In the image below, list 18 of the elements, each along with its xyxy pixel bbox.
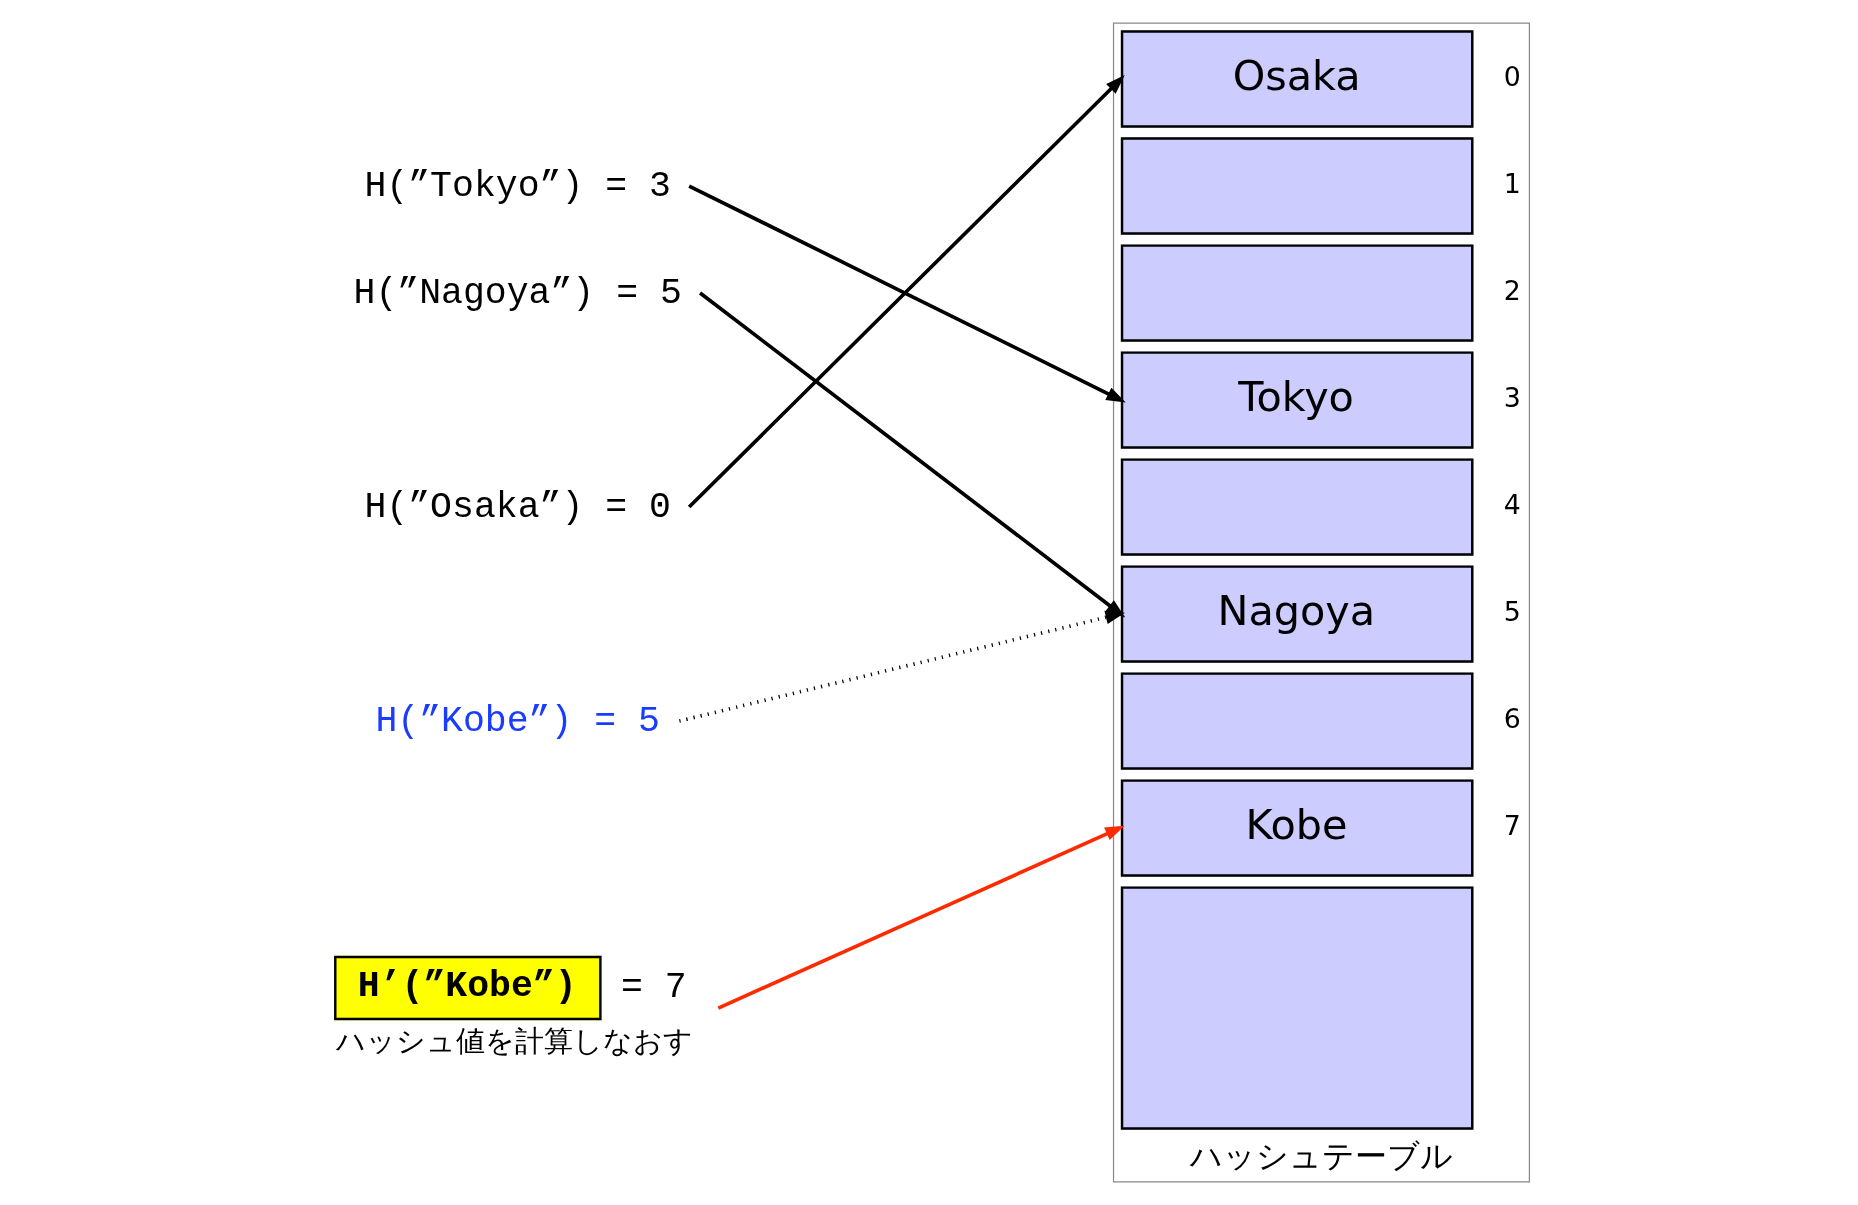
node-label: 5 bbox=[1503, 595, 1521, 627]
arrow bbox=[679, 610, 1125, 723]
node-text: H(”Osaka”) = 0 bbox=[364, 486, 671, 528]
node-label: ハッシュ値を計算しなおす bbox=[336, 1023, 694, 1058]
node-label: 4 bbox=[1503, 488, 1521, 520]
node-text: H(”Kobe”) = 5 bbox=[375, 700, 660, 742]
node-text: H(”Nagoya”) = 5 bbox=[353, 272, 682, 314]
node-label: 0 bbox=[1503, 60, 1521, 92]
node-label: = 7 bbox=[621, 967, 687, 1009]
node-label: 6 bbox=[1503, 702, 1521, 734]
node-label: 2 bbox=[1503, 274, 1521, 306]
node-label: 7 bbox=[1503, 809, 1521, 841]
node-label: 3 bbox=[1503, 381, 1521, 413]
arrow bbox=[688, 184, 1126, 403]
node-text: H(”Tokyo”) = 3 bbox=[364, 165, 671, 207]
node-label: 1 bbox=[1503, 167, 1521, 199]
arrow bbox=[717, 825, 1125, 1010]
arrow bbox=[687, 75, 1125, 509]
